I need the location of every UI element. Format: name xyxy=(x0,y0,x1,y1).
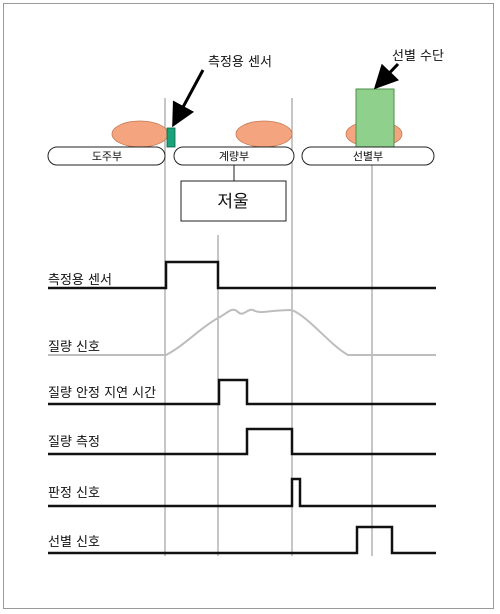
signal-label-sort: 선별 신호 xyxy=(48,535,100,550)
waveform-weight xyxy=(48,308,436,356)
timing-guides xyxy=(164,98,373,556)
sorter-block xyxy=(355,88,395,148)
signal-label-judge: 판정 신호 xyxy=(48,486,100,501)
waveform-sort xyxy=(48,525,436,555)
product-item xyxy=(111,120,169,148)
scale-label: 저울 xyxy=(217,192,248,212)
waveform-measure xyxy=(48,427,436,456)
conveyor-infeed-label: 도주부 xyxy=(92,150,122,163)
sensor-callout-label: 측정용 센서 xyxy=(208,55,272,70)
product-item xyxy=(235,120,293,148)
figure-frame xyxy=(3,3,494,609)
scale-box xyxy=(180,180,287,222)
sorter-callout-arrow xyxy=(373,62,400,90)
sorter-callout-label: 선별 수단 xyxy=(392,49,444,64)
conveyor-infeed xyxy=(47,146,166,166)
conveyor-sorting xyxy=(301,146,435,166)
signal-label-weight: 질량 신호 xyxy=(48,340,100,355)
waveform-delay xyxy=(48,378,436,406)
signal-label-sensor: 측정용 센서 xyxy=(48,273,112,288)
signal-label-delay: 질량 안정 지연 시간 xyxy=(48,386,156,401)
conveyor-sorting-label: 선별부 xyxy=(353,150,383,163)
waveform-sensor xyxy=(48,260,436,290)
signal-label-measure: 질량 측정 xyxy=(48,435,100,450)
sensor-callout-arrow xyxy=(172,69,205,128)
sensor-block xyxy=(166,127,176,148)
waveform-judge xyxy=(48,477,436,508)
conveyor-weighing-label: 계량부 xyxy=(219,150,249,163)
